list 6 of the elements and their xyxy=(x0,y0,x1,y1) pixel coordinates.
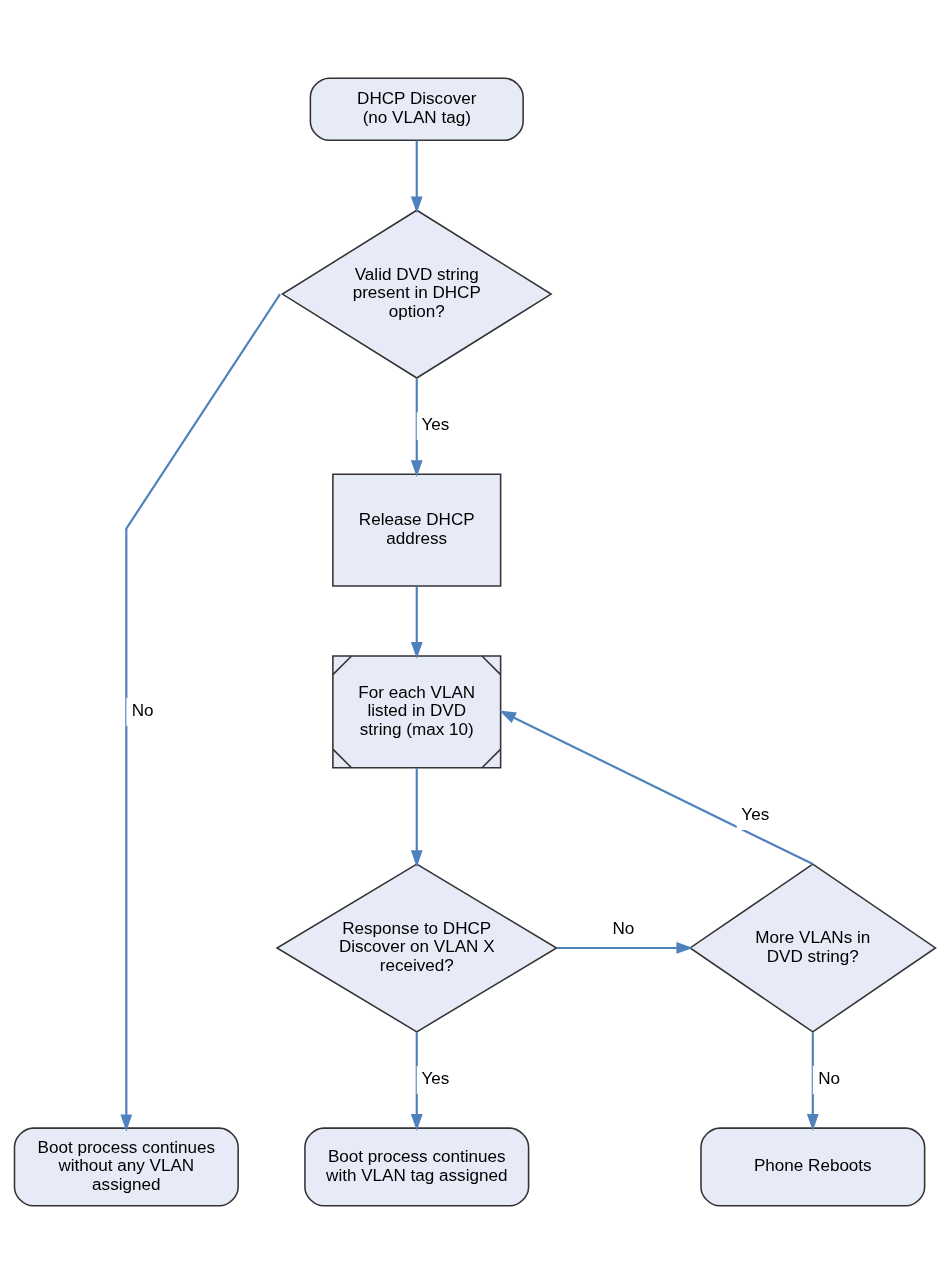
edge-label: Yes xyxy=(421,1069,450,1089)
edge-label: No xyxy=(131,701,154,721)
edge-label: No xyxy=(612,918,635,938)
edge-label: Yes xyxy=(741,805,770,825)
edge-label: No xyxy=(818,1069,841,1089)
edge-label: Yes xyxy=(421,415,450,435)
